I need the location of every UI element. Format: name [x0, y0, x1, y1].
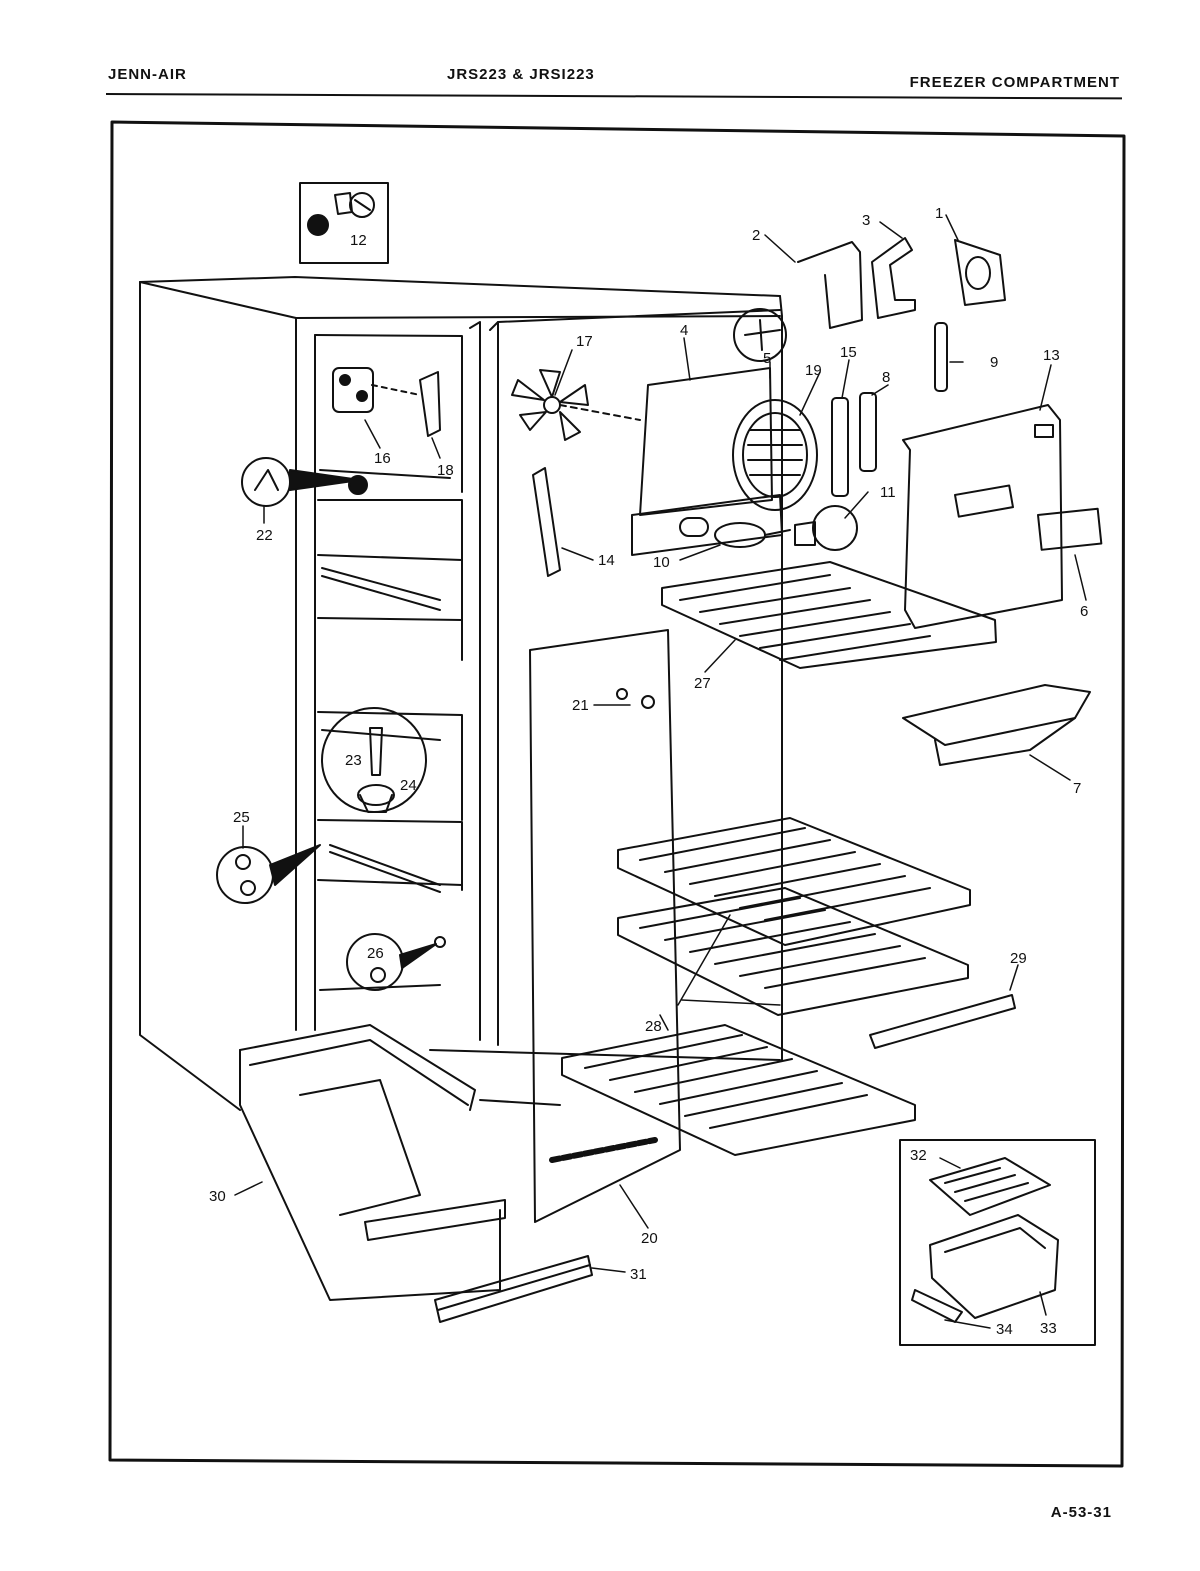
- callout-15: 15: [840, 344, 857, 361]
- callout-circle-5: [733, 308, 787, 362]
- ice-bin-33: [929, 1214, 1059, 1319]
- callout-24: 24: [400, 777, 417, 794]
- callout-circle-25: [216, 844, 321, 904]
- callout-2: 2: [752, 227, 760, 244]
- callout-28: 28: [645, 1018, 662, 1035]
- callout-26: 26: [367, 945, 384, 962]
- light-bulb-11: [794, 505, 858, 551]
- trim-strip-31: [434, 1255, 593, 1323]
- ice-tray-7: [902, 684, 1091, 766]
- scoop-34: [911, 1289, 963, 1323]
- callout-9: 9: [990, 354, 998, 371]
- callout-numbers: 12 2 3 1 4 5 17 19 15 8 9 13 16 18 22 11…: [209, 205, 1088, 1338]
- bracket-1: [954, 239, 1006, 306]
- callout-20: 20: [641, 1230, 658, 1247]
- callout-33: 33: [1040, 1320, 1057, 1337]
- clip-3: [871, 237, 916, 319]
- evaporator-cover-13: [902, 404, 1063, 629]
- callout-23: 23: [345, 752, 362, 769]
- callout-17: 17: [576, 333, 593, 350]
- shelf-trim-29: [869, 994, 1016, 1049]
- fan-bracket-4: [631, 367, 783, 556]
- callout-6: 6: [1080, 603, 1088, 620]
- inset-box-12: [299, 182, 389, 264]
- callout-7: 7: [1073, 780, 1081, 797]
- bracket-2: [797, 241, 863, 329]
- fan-grille-19: [732, 399, 818, 511]
- thermostat-knob-icon: [334, 192, 375, 218]
- callout-10: 10: [653, 554, 670, 571]
- callout-32: 32: [910, 1147, 927, 1164]
- callout-circle-23-24: [321, 707, 427, 813]
- strip-9: [934, 322, 948, 392]
- callout-circle-26: [346, 933, 446, 991]
- heater-15: [831, 397, 849, 497]
- ice-tray-32: [929, 1157, 1051, 1216]
- rear-panel-20: [529, 629, 681, 1223]
- heater-8: [859, 392, 877, 472]
- page-code: A-53-31: [1050, 1504, 1112, 1521]
- freezer-bin-30: [239, 1024, 506, 1301]
- callout-5: 5: [763, 350, 771, 367]
- callout-22: 22: [256, 527, 273, 544]
- reference-marker-icon: [307, 214, 329, 236]
- callout-1: 1: [935, 205, 943, 222]
- light-switch-16: [332, 367, 374, 413]
- shelf-ribs-left: [319, 469, 451, 893]
- section-title: FREEZER COMPARTMENT: [909, 74, 1120, 91]
- leader-lines: [234, 214, 1087, 1329]
- callout-8: 8: [882, 369, 890, 386]
- callout-3: 3: [862, 212, 870, 229]
- callout-circle-22: [241, 457, 368, 507]
- callout-30: 30: [209, 1188, 226, 1205]
- model-numbers: JRS223 & JRSI223: [447, 66, 595, 83]
- callout-25: 25: [233, 809, 250, 826]
- callout-19: 19: [805, 362, 822, 379]
- callout-11: 11: [880, 484, 896, 501]
- brand-label: JENN-AIR: [108, 66, 187, 83]
- wire-shelf-27: [661, 561, 997, 669]
- callout-16: 16: [374, 450, 391, 467]
- callout-29: 29: [1010, 950, 1027, 967]
- callout-27: 27: [694, 675, 711, 692]
- bracket-14: [532, 467, 561, 577]
- callout-14: 14: [598, 552, 615, 569]
- callout-34: 34: [996, 1321, 1013, 1338]
- callout-13: 13: [1043, 347, 1060, 364]
- freezer-cabinet: [139, 276, 783, 1111]
- fan-blade-17: [511, 369, 641, 441]
- callout-18: 18: [437, 462, 454, 479]
- wire-shelf-28-upper: [617, 817, 971, 946]
- inset-box-ice-bin: [899, 1139, 1096, 1346]
- bracket-18: [371, 371, 441, 437]
- callout-21: 21: [572, 697, 589, 714]
- diagram-frame: [108, 120, 1126, 1468]
- callout-12: 12: [350, 232, 367, 249]
- wire-shelf-28-lower: [561, 1024, 916, 1156]
- label-6: [1037, 507, 1103, 551]
- wire-shelf-28-middle: [617, 887, 969, 1016]
- callout-31: 31: [630, 1266, 647, 1283]
- callout-4: 4: [680, 322, 688, 339]
- light-socket-10: [714, 522, 791, 548]
